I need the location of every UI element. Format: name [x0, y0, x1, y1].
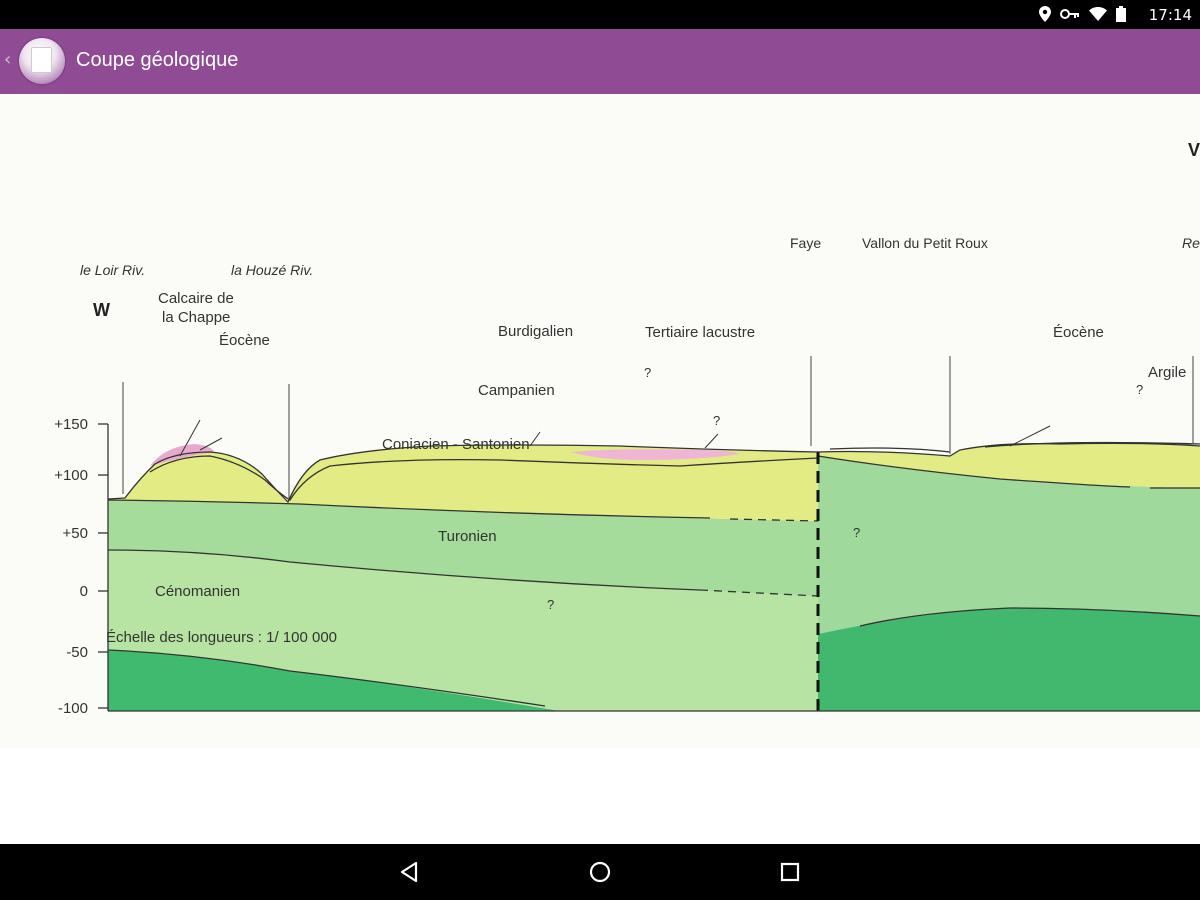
app-logo-icon[interactable] [19, 38, 65, 84]
y-tick-label: +150 [54, 416, 88, 433]
chevron-left-icon[interactable]: ‹ [4, 49, 12, 70]
page-title: Coupe géologique [76, 49, 239, 71]
uncertain-mark: ? [644, 365, 651, 380]
label-vallon: Vallon du Petit Roux [862, 235, 988, 251]
label-turonien: Turonien [438, 528, 497, 545]
nav-recents-icon[interactable] [776, 858, 804, 886]
y-tick-label: +50 [63, 525, 88, 542]
label-right-cut: Re [1182, 235, 1200, 251]
layer-tertiaire [570, 449, 740, 460]
uncertain-mark: ? [547, 597, 554, 612]
scale-caption: Échelle des longueurs : 1/ 100 000 [106, 629, 337, 646]
uncertain-mark: ? [1136, 382, 1143, 397]
layer-eastern-block [818, 456, 1200, 634]
label-argile: Argile [1148, 364, 1186, 381]
navigation-bar [0, 844, 1200, 900]
figure-viewer[interactable]: +150 +100 +50 0 -50 -100 W V le Loir Riv… [0, 94, 1200, 748]
label-loir: le Loir Riv. [80, 262, 145, 278]
label-chappe: la Chappe [162, 309, 230, 326]
layer-coniacien [108, 500, 818, 596]
label-campanien: Campanien [478, 382, 555, 399]
label-burdigalien: Burdigalien [498, 323, 573, 340]
layer-eastern-deep [818, 608, 1200, 711]
status-time: 17:14 [1148, 6, 1192, 24]
label-eocene-left: Éocène [219, 332, 270, 349]
y-tick-label: -50 [66, 644, 88, 661]
west-label: W [93, 300, 110, 320]
layer-campanien-west [108, 445, 818, 521]
status-icons [1039, 6, 1126, 22]
battery-icon [1116, 6, 1126, 22]
geological-cross-section: +150 +100 +50 0 -50 -100 W V le Loir Riv… [54, 140, 1200, 717]
layer-turonien [108, 550, 818, 711]
status-bar: 17:14 [0, 0, 1200, 29]
key-icon [1060, 9, 1079, 19]
nav-home-icon[interactable] [586, 858, 614, 886]
label-houze: la Houzé Riv. [231, 262, 313, 278]
label-cenomanien: Cénomanien [155, 583, 240, 600]
y-tick-label: +100 [54, 467, 88, 484]
label-eocene-right: Éocène [1053, 324, 1104, 341]
label-calcaire: Calcaire de [158, 290, 234, 307]
label-tertiaire: Tertiaire lacustre [645, 324, 755, 341]
uncertain-mark: ? [853, 525, 860, 540]
label-faye: Faye [790, 235, 821, 251]
layer-argile [818, 443, 1200, 488]
layer-cenomanien [108, 650, 560, 711]
y-tick-label: -100 [58, 700, 88, 717]
label-coniacien: Coniacien - Santonien [382, 436, 530, 453]
location-icon [1039, 6, 1051, 22]
uncertain-mark: ? [713, 413, 720, 428]
east-label: V [1188, 140, 1200, 160]
y-tick-label: 0 [80, 583, 88, 600]
nav-back-icon[interactable] [396, 858, 424, 886]
app-bar: ‹ Coupe géologique [0, 29, 1200, 94]
wifi-icon [1089, 7, 1107, 21]
